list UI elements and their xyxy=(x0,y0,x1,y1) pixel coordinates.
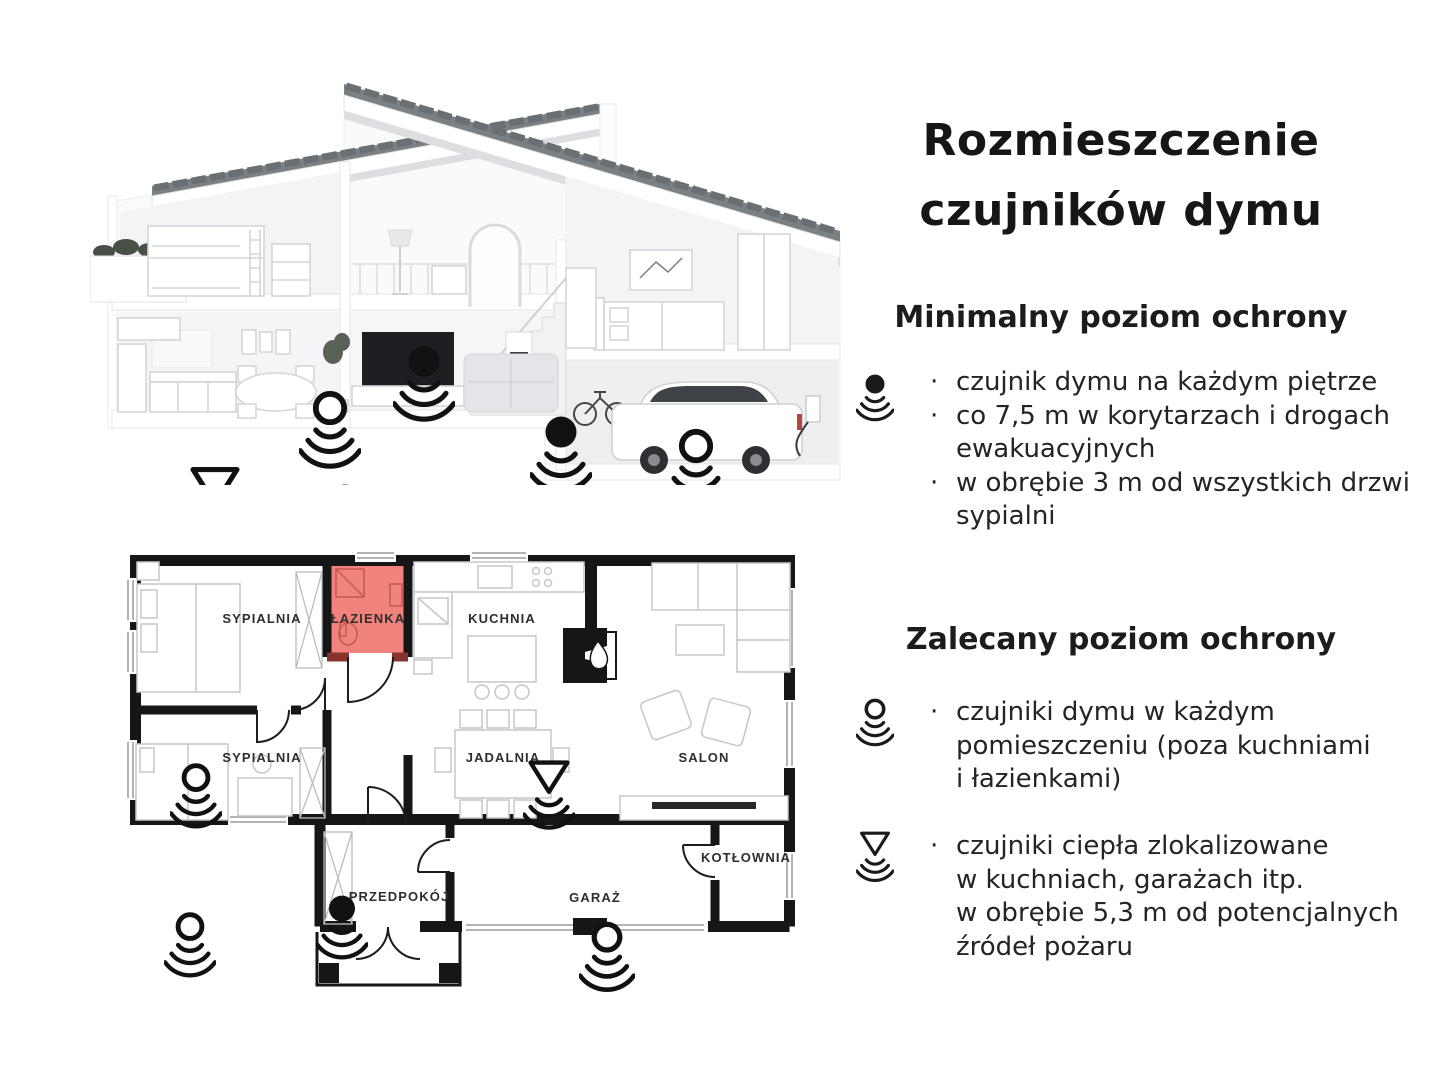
bullet-text: co 7,5 m w korytarzach i drogach ewakuac… xyxy=(956,400,1390,465)
room-label-salon: SALON xyxy=(679,750,730,765)
room-label-sypialnia-2: SYPIALNIA xyxy=(222,750,301,765)
list-item: · czujniki ciepła zlokalizowane w kuchni… xyxy=(930,830,1412,964)
dining-furniture xyxy=(235,329,317,419)
floor-lamp xyxy=(387,229,467,295)
ev-charger xyxy=(795,395,821,457)
list-item: · czujnik dymu na każdym piętrze xyxy=(930,366,1412,400)
list-item: · co 7,5 m w korytarzach i drogach ewaku… xyxy=(930,400,1412,467)
wardrobes xyxy=(295,571,353,925)
bullet-marker: · xyxy=(930,467,939,498)
bullet-text: czujniki dymu w każdym pomieszczeniu (po… xyxy=(956,697,1371,794)
bedroom1-furniture xyxy=(136,561,241,693)
room-label-garaz: GARAŻ xyxy=(569,890,621,905)
list-item: · w obrębie 3 m od wszystkich drzwi sypi… xyxy=(930,467,1412,534)
page-title-line-2: czujników dymu xyxy=(919,185,1323,236)
smoke-detector-outline-icon xyxy=(165,915,215,976)
smoke-detector-outline-icon xyxy=(856,698,894,747)
legend-group-heat: · czujniki ciepła zlokalizowane w kuchni… xyxy=(846,830,1412,964)
car xyxy=(611,381,803,474)
bullet-marker: · xyxy=(930,367,939,397)
kitchen-furniture xyxy=(117,317,237,413)
salon-furniture-plan xyxy=(619,562,791,821)
section-heading-recommended: Zalecany poziom ochrony xyxy=(905,622,1337,657)
room-label-kotlownia: KOTŁOWNIA xyxy=(701,850,791,865)
entrance-porch xyxy=(315,921,462,987)
page-title-line-1: Rozmieszczenie xyxy=(922,115,1320,166)
bullet-text: czujnik dymu na każdym piętrze xyxy=(956,367,1378,397)
room-label-jadalnia: JADALNIA xyxy=(466,750,541,765)
room-label-sypialnia-1: SYPIALNIA xyxy=(222,611,301,626)
list-item: · czujniki dymu w każdym pomieszczeniu (… xyxy=(930,696,1412,797)
heat-detector-icon xyxy=(185,470,244,485)
smoke-detector-filled-icon xyxy=(856,373,894,422)
bullet-marker: · xyxy=(930,400,939,431)
bedroom-furniture xyxy=(565,233,791,351)
legend-group-minimum: · czujnik dymu na każdym piętrze · co 7,… xyxy=(846,366,1412,534)
bullet-marker: · xyxy=(930,697,939,727)
fireplace-icon xyxy=(563,628,617,683)
room-label-lazienka: ŁAZIENKA xyxy=(331,611,406,626)
arch-doorway xyxy=(468,223,522,307)
legend-group-smoke-recommended: · czujniki dymu w każdym pomieszczeniu (… xyxy=(846,696,1412,797)
kitchen-furniture-plan xyxy=(413,561,585,700)
pillar-mid xyxy=(339,161,351,429)
room-label-kuchnia: KUCHNIA xyxy=(468,611,536,626)
bullet-text: w obrębie 3 m od wszystkich drzwi sypial… xyxy=(956,467,1410,532)
bullet-marker: · xyxy=(930,831,939,861)
doors xyxy=(256,656,716,878)
bunk-bed xyxy=(147,225,311,297)
bathroom-fixtures xyxy=(335,568,403,646)
heat-detector-icon xyxy=(856,830,894,882)
section-heading-minimum: Minimalny poziom ochrony xyxy=(894,300,1348,335)
room-label-przedpokoj: PRZEDPOKÓJ xyxy=(349,889,450,904)
house-cutaway-illustration xyxy=(90,82,841,485)
living-room-furniture xyxy=(323,331,559,413)
floor-plan: SYPIALNIA ŁAZIENKA KUCHNIA SYPIALNIA JAD… xyxy=(124,549,796,1000)
bathroom-highlight xyxy=(331,565,404,653)
page-title: Rozmieszczenie czujników dymu xyxy=(826,106,1416,246)
bullet-text: czujniki ciepła zlokalizowane w kuchniac… xyxy=(956,831,1399,962)
